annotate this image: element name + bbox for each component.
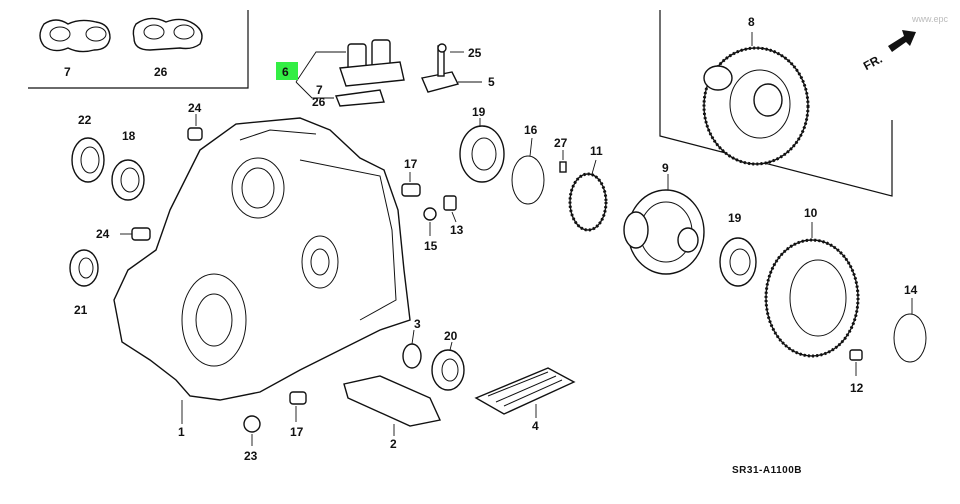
callout-10[interactable]: 10	[804, 206, 818, 220]
callout-17-upper[interactable]: 17	[404, 157, 418, 171]
part-18-bearing[interactable]	[111, 159, 145, 201]
gasket-inset-frame	[28, 10, 249, 89]
part-26-gasket[interactable]	[132, 17, 203, 51]
part-1-transmission-housing[interactable]	[113, 117, 411, 424]
part-21-bearing[interactable]	[69, 249, 99, 287]
part-6-solenoid-assembly[interactable]	[295, 39, 405, 107]
part-12-bolt[interactable]	[849, 349, 863, 376]
part-27-pin[interactable]	[559, 150, 567, 173]
part-24-dowel-pin-upper[interactable]	[187, 114, 203, 141]
part-8-differential-assembly[interactable]	[702, 32, 810, 166]
callout-1[interactable]: 1	[178, 425, 185, 439]
callout-labels: 7 26 6 7 26 25 5 8 22 18 24 19 16 27 11 …	[64, 15, 918, 463]
part-2-oil-guide-plate[interactable]	[343, 375, 442, 436]
callout-17-lower[interactable]: 17	[290, 425, 304, 439]
front-direction-label: FR.	[861, 52, 885, 73]
part-17-dowel-pin-upper[interactable]	[401, 172, 421, 197]
part-17-dowel-pin-lower[interactable]	[289, 391, 307, 422]
callout-22[interactable]: 22	[78, 113, 92, 127]
callout-14[interactable]: 14	[904, 283, 918, 297]
callout-20[interactable]: 20	[444, 329, 458, 343]
front-direction-indicator: FR.	[861, 30, 916, 73]
callout-21[interactable]: 21	[74, 303, 88, 317]
callout-15[interactable]: 15	[424, 239, 438, 253]
part-16-snap-ring[interactable]	[511, 137, 545, 205]
part-24-dowel-pin-lower[interactable]	[120, 227, 151, 241]
part-13-bolt[interactable]	[443, 195, 457, 223]
part-11-shim-ring[interactable]	[568, 159, 608, 232]
front-direction-arrow-icon	[888, 30, 916, 52]
callout-5[interactable]: 5	[488, 75, 495, 89]
callout-26-inset[interactable]: 26	[154, 65, 168, 79]
part-3-washer[interactable]	[402, 329, 422, 369]
part-14-snap-ring[interactable]	[893, 298, 927, 363]
callout-13[interactable]: 13	[450, 223, 464, 237]
callout-11[interactable]: 11	[590, 144, 603, 158]
part-9-differential-case[interactable]	[623, 174, 705, 275]
callout-3[interactable]: 3	[414, 317, 421, 331]
callout-6-highlight	[276, 62, 298, 80]
callout-7[interactable]: 7	[316, 83, 323, 97]
callout-18[interactable]: 18	[122, 129, 136, 143]
callout-25[interactable]: 25	[468, 46, 482, 60]
callout-26[interactable]: 26	[312, 95, 326, 109]
differential-inset-frame	[659, 10, 893, 197]
callout-19-lower[interactable]: 19	[728, 211, 742, 225]
callout-16[interactable]: 16	[524, 123, 538, 137]
part-4-oil-strainer[interactable]	[474, 367, 576, 418]
callout-7-inset[interactable]: 7	[64, 65, 71, 79]
part-10-final-driven-gear[interactable]	[764, 222, 860, 358]
watermark-text: www.epc	[911, 14, 949, 24]
callout-4[interactable]: 4	[532, 419, 539, 433]
callout-8[interactable]: 8	[748, 15, 755, 29]
callout-24-lower[interactable]: 24	[96, 227, 110, 241]
part-22-oil-seal[interactable]	[71, 137, 105, 183]
part-19-bearing-upper[interactable]	[459, 118, 505, 183]
callout-6[interactable]: 6	[282, 65, 289, 79]
part-7-gasket[interactable]	[39, 19, 111, 53]
callout-19-upper[interactable]: 19	[472, 105, 486, 119]
callout-2[interactable]: 2	[390, 437, 397, 451]
part-19-bearing-lower[interactable]	[719, 237, 757, 287]
callout-27[interactable]: 27	[554, 136, 568, 150]
callout-23[interactable]: 23	[244, 449, 258, 463]
callout-9[interactable]: 9	[662, 161, 669, 175]
part-15-washer[interactable]	[423, 207, 437, 236]
part-20-bearing[interactable]	[431, 341, 465, 391]
callout-24-upper[interactable]: 24	[188, 101, 202, 115]
part-5-sensor[interactable]	[421, 43, 482, 93]
drawing-code: SR31-A1100B	[732, 465, 802, 476]
callout-12[interactable]: 12	[850, 381, 864, 395]
part-23-bolt[interactable]	[243, 415, 261, 446]
